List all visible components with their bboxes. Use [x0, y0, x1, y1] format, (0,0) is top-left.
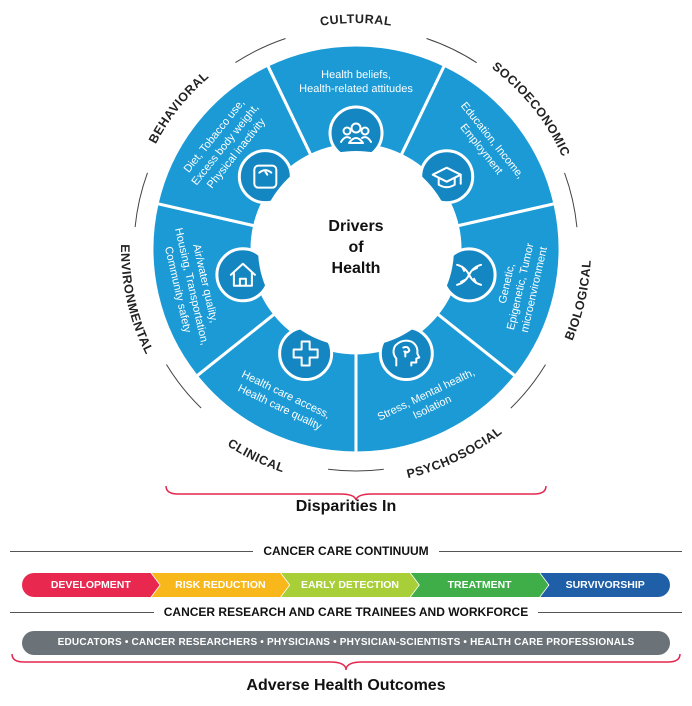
outer-ring-line [165, 364, 202, 409]
category-label: CULTURAL [319, 12, 393, 29]
outer-ring-line [328, 468, 384, 472]
outer-ring-line [134, 172, 148, 228]
category-label: CLINICAL [225, 436, 286, 475]
drivers-of-health-wheel: Health beliefs,Health-related attitudesC… [118, 12, 594, 500]
segment-text-line: Health-related attitudes [299, 83, 413, 95]
svg-text:Health beliefs,Health-related: Health beliefs, Health-related attitudes [299, 69, 413, 95]
stage-treatment: TREATMENT [411, 573, 549, 597]
outer-ring-line [235, 37, 286, 64]
disparities-title: Disparities In [295, 498, 397, 515]
outer-ring-line [510, 364, 546, 409]
stage-early-detection: EARLY DETECTION [281, 573, 419, 597]
category-label: BIOLOGICAL [562, 259, 594, 342]
center-title-line: Health [332, 260, 381, 277]
segment-biological: Genetic,Epigenetic, Tumormicroenvironmen… [435, 201, 562, 379]
center-circle [258, 151, 454, 347]
stage-development: DEVELOPMENT [22, 573, 160, 597]
outer-ring-line [564, 172, 578, 228]
continuum-header: CANCER CARE CONTINUUM [10, 543, 682, 559]
segment-environmental: Air/water quality,Housing, Transportatio… [150, 201, 277, 379]
center-title-line: of [348, 239, 364, 256]
stage-risk-reduction: RISK REDUCTION [152, 573, 290, 597]
workforce-label: CANCER RESEARCH AND CARE TRAINEES AND WO… [153, 605, 539, 619]
workforce-bar: EDUCATORS • CANCER RESEARCHERS • PHYSICI… [22, 631, 670, 655]
stage-survivorship: SURVIVORSHIP [540, 573, 670, 597]
continuum-label: CANCER CARE CONTINUUM [253, 544, 439, 558]
outer-ring-line [426, 38, 477, 64]
adverse-outcomes-title: Adverse Health Outcomes [246, 677, 446, 694]
center-title-line: Drivers [328, 218, 383, 235]
dna-icon [441, 247, 497, 303]
wheel-bracket [165, 485, 547, 500]
outcomes-bracket [11, 653, 681, 671]
segment-cultural: Health beliefs, Health-related attitudes [265, 43, 447, 158]
workforce-header: CANCER RESEARCH AND CARE TRAINEES AND WO… [10, 604, 682, 620]
segment-text-line: Health beliefs, [321, 69, 391, 81]
category-label: ENVIRONMENTAL [118, 244, 156, 356]
